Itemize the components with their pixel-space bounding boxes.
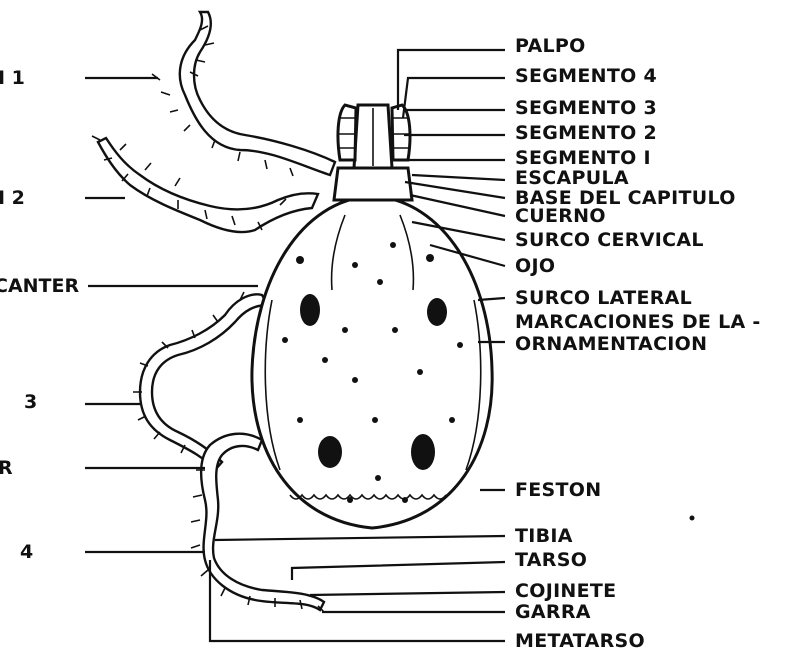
label-segmento-4: SEGMENTO 4: [515, 65, 657, 87]
label-left-r: R: [0, 457, 13, 479]
leg-1: [152, 12, 335, 176]
label-segmento-2: SEGMENTO 2: [515, 122, 657, 144]
palp-right: [392, 105, 410, 160]
tick-body: [252, 105, 492, 528]
label-ojo: OJO: [515, 255, 555, 277]
label-cuerno: CUERNO: [515, 205, 606, 227]
capitulum-base: [334, 168, 412, 200]
label-left-canter: CANTER: [0, 275, 79, 297]
print-speck: [690, 516, 695, 521]
label-ornamentacion: ORNAMENTACION: [515, 333, 707, 355]
label-left-4: 4: [20, 541, 33, 563]
label-tarso: TARSO: [515, 549, 587, 571]
labels-right: PALPO SEGMENTO 4 SEGMENTO 3 SEGMENTO 2 S…: [515, 35, 761, 652]
label-surco-cervical: SURCO CERVICAL: [515, 229, 704, 251]
label-left-3: 3: [24, 391, 37, 413]
label-tibia: TIBIA: [515, 525, 573, 547]
label-garra: GARRA: [515, 601, 591, 623]
label-surco-lateral: SURCO LATERAL: [515, 287, 692, 309]
label-marcaciones: MARCACIONES DE LA -: [515, 311, 761, 333]
idiosoma: [252, 196, 492, 528]
label-left-2: I 2: [0, 187, 25, 209]
label-metatarso: METATARSO: [515, 630, 645, 652]
label-feston: FESTON: [515, 479, 601, 501]
label-segmento-3: SEGMENTO 3: [515, 97, 657, 119]
label-left-1: I 1: [0, 67, 25, 89]
label-palpo: PALPO: [515, 35, 586, 57]
label-cojinete: COJINETE: [515, 580, 616, 602]
label-segmento-1: SEGMENTO I: [515, 147, 651, 169]
label-escapula: ESCAPULA: [515, 167, 629, 189]
palp-left: [338, 105, 356, 160]
labels-left: I 1 I 2 CANTER 3 R 4: [0, 67, 79, 563]
